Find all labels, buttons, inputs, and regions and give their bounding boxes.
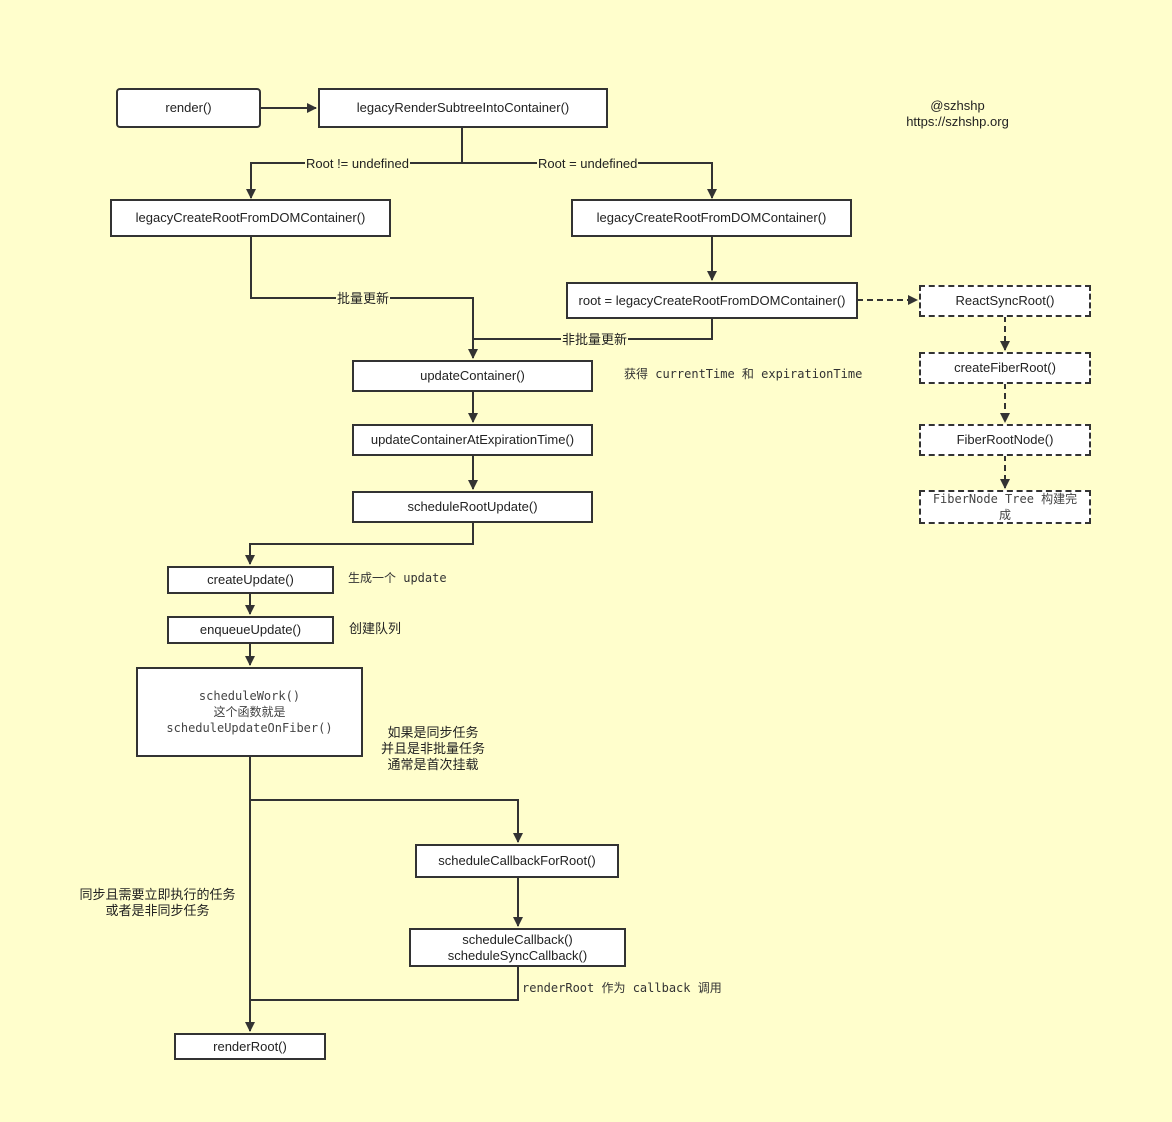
node-legacy-create-root-left-label: legacyCreateRootFromDOMContainer() xyxy=(135,210,366,225)
node-schedule-callback-label: scheduleCallback() scheduleSyncCallback(… xyxy=(447,931,588,963)
edge-callback-to-render-root xyxy=(250,966,519,1001)
edge-schedule-root-update-to-create-update xyxy=(245,522,474,565)
node-update-container-at-expiration: updateContainerAtExpirationTime() xyxy=(352,424,593,456)
edge-root-assign-to-update-container xyxy=(473,319,713,340)
node-root-assign-label: root = legacyCreateRootFromDOMContainer(… xyxy=(578,292,846,308)
edge-label-root-not-undefined: Root != undefined xyxy=(305,156,410,171)
node-react-sync-root-label: ReactSyncRoot() xyxy=(955,293,1055,308)
node-fiber-root-node: FiberRootNode() xyxy=(919,424,1091,456)
node-schedule-root-update: scheduleRootUpdate() xyxy=(352,491,593,523)
node-update-container-label: updateContainer() xyxy=(420,368,525,383)
node-render-root-label: renderRoot() xyxy=(213,1038,287,1054)
node-schedule-callback-for-root-label: scheduleCallbackForRoot() xyxy=(438,853,596,868)
note-enqueue: 创建队列 xyxy=(349,621,402,636)
node-legacy-create-root-left: legacyCreateRootFromDOMContainer() xyxy=(110,199,391,237)
node-render: render() xyxy=(116,88,261,128)
node-legacy-render-subtree: legacyRenderSubtreeIntoContainer() xyxy=(318,88,608,128)
node-react-sync-root: ReactSyncRoot() xyxy=(919,285,1091,317)
node-enqueue-update: enqueueUpdate() xyxy=(167,616,334,644)
node-legacy-render-subtree-label: legacyRenderSubtreeIntoContainer() xyxy=(356,100,570,115)
node-schedule-callback-for-root: scheduleCallbackForRoot() xyxy=(415,844,619,878)
node-update-container: updateContainer() xyxy=(352,360,593,392)
node-create-fiber-root-label: createFiberRoot() xyxy=(954,360,1056,375)
credit-block: @szhshp https://szhshp.org xyxy=(880,98,1035,130)
edge-schedule-work-to-callback-for-root xyxy=(250,799,523,843)
node-schedule-work: scheduleWork() 这个函数就是 scheduleUpdateOnFi… xyxy=(136,667,363,757)
node-update-container-at-expiration-label: updateContainerAtExpirationTime() xyxy=(370,432,575,447)
edge-label-root-undefined: Root = undefined xyxy=(537,156,639,171)
node-render-root: renderRoot() xyxy=(174,1033,326,1060)
credit-handle: @szhshp xyxy=(930,98,985,113)
node-render-label: render() xyxy=(165,100,212,115)
note-sync-task: 如果是同步任务 并且是非批量任务 通常是首次挂载 xyxy=(380,725,485,772)
node-root-assign: root = legacyCreateRootFromDOMContainer(… xyxy=(566,282,858,319)
node-create-update-label: createUpdate() xyxy=(207,572,294,587)
note-immediate-task: 同步且需要立即执行的任务 或者是非同步任务 xyxy=(79,887,236,918)
edge-label-batched-update: 批量更新 xyxy=(336,291,391,306)
note-create-update: 生成一个 update xyxy=(348,571,447,585)
node-create-fiber-root: createFiberRoot() xyxy=(919,352,1091,384)
node-fibernode-tree: FiberNode Tree 构建完成 xyxy=(919,490,1091,524)
node-fiber-root-node-label: FiberRootNode() xyxy=(956,432,1054,447)
node-fibernode-tree-label: FiberNode Tree 构建完成 xyxy=(932,492,1078,522)
node-legacy-create-root-right-label: legacyCreateRootFromDOMContainer() xyxy=(596,210,827,225)
node-enqueue-update-label: enqueueUpdate() xyxy=(199,622,302,637)
note-render-root-callback: renderRoot 作为 callback 调用 xyxy=(522,981,722,995)
node-schedule-root-update-label: scheduleRootUpdate() xyxy=(407,499,538,514)
node-create-update: createUpdate() xyxy=(167,566,334,594)
node-schedule-callback: scheduleCallback() scheduleSyncCallback(… xyxy=(409,928,626,967)
note-get-times: 获得 currentTime 和 expirationTime xyxy=(624,367,863,381)
node-legacy-create-root-right: legacyCreateRootFromDOMContainer() xyxy=(571,199,852,237)
node-schedule-work-label: scheduleWork() 这个函数就是 scheduleUpdateOnFi… xyxy=(166,689,333,735)
credit-url: https://szhshp.org xyxy=(906,114,1009,129)
edge-label-non-batched-update: 非批量更新 xyxy=(561,332,629,347)
